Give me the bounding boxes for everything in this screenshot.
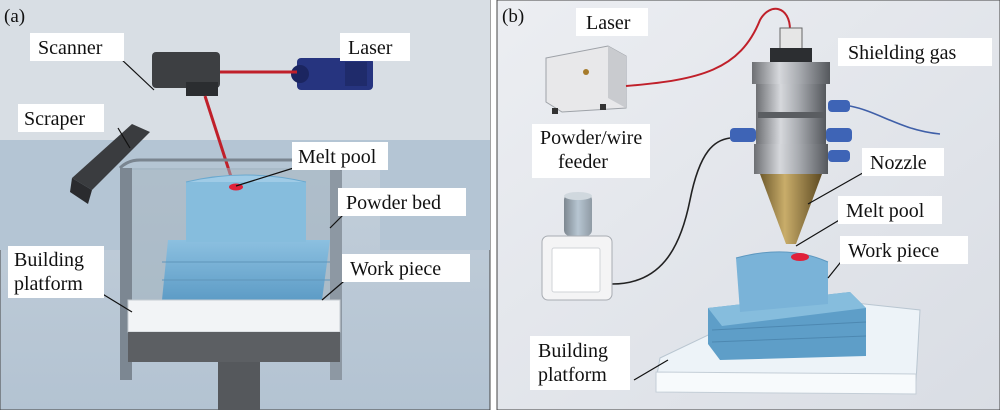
label-box: [838, 196, 942, 224]
label-scanner: Scanner: [38, 37, 103, 59]
building-platform-a: [127, 299, 341, 333]
label-box: [18, 104, 104, 132]
nozzle-head: [730, 27, 852, 244]
feeder-tube: [611, 137, 731, 285]
label-box: [292, 142, 388, 170]
scraper-icon: [70, 124, 150, 204]
feeder-icon: [541, 192, 613, 301]
label-box: [340, 33, 410, 61]
label-shielding-gas: Shielding gas: [848, 42, 957, 64]
laser-fiber: [625, 7, 791, 87]
label-box: [532, 124, 650, 178]
platform-base: [128, 332, 340, 362]
label-building-platform-a-line1: Building: [14, 249, 84, 271]
shielding-gas-tube: [849, 105, 941, 135]
leader-lines-b: [633, 169, 869, 381]
label-building-platform-b-line2: platform: [538, 364, 607, 386]
label-powder-bed: Powder bed: [346, 192, 441, 214]
work-piece-b: [708, 251, 867, 360]
label-box: [530, 336, 630, 390]
label-laser-b: Laser: [586, 12, 631, 34]
label-box: [342, 254, 470, 282]
label-melt-pool-b: Melt pool: [846, 200, 925, 222]
label-feeder-line2: feeder: [558, 151, 608, 173]
label-box: [8, 246, 104, 298]
label-feeder-line1: Powder/wire: [540, 127, 642, 149]
panel-a: (a) Scanner Laser Scraper Melt pool Powd…: [0, 0, 491, 410]
label-melt-pool-a: Melt pool: [298, 146, 377, 168]
label-box: [576, 8, 648, 36]
label-work-piece-a: Work piece: [350, 258, 441, 280]
label-laser-a: Laser: [348, 37, 393, 59]
label-building-platform-b-line1: Building: [538, 340, 608, 362]
work-piece-a: [162, 174, 330, 300]
label-box: [838, 38, 992, 66]
label-building-platform-a-line2: platform: [14, 273, 83, 295]
melt-pool-b: [791, 253, 809, 261]
label-box: [840, 236, 968, 264]
label-box: [30, 33, 124, 61]
label-box: [338, 188, 466, 216]
label-work-piece-b: Work piece: [848, 240, 939, 262]
scanner-icon: [152, 52, 220, 96]
laser-icon: [291, 58, 373, 90]
label-box: [862, 148, 944, 176]
piston: [218, 362, 260, 410]
panel-b-tag: (b): [502, 6, 524, 27]
label-scraper: Scraper: [24, 108, 85, 130]
laser-source-icon: [545, 45, 627, 114]
label-nozzle: Nozzle: [870, 152, 927, 174]
panel-b: (b) Laser Shielding gas Powder/wire feed…: [496, 0, 1000, 410]
panel-a-tag: (a): [4, 6, 25, 27]
